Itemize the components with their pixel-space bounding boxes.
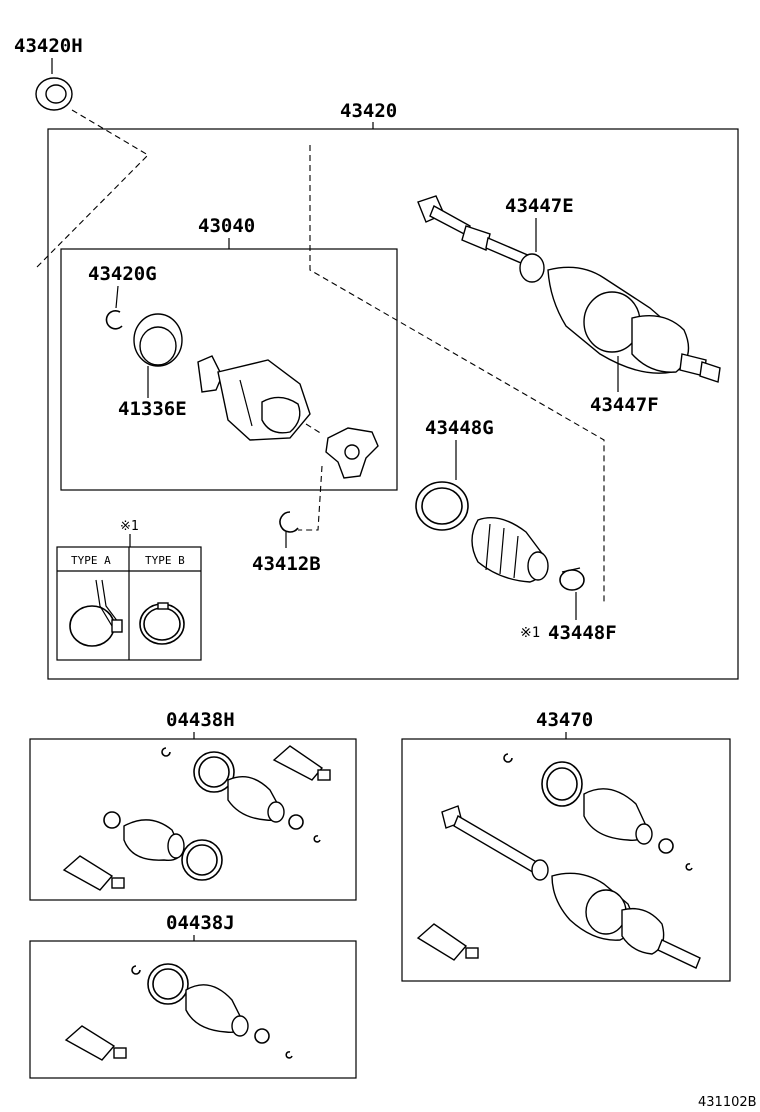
label-43420G: 43420G [88, 263, 157, 285]
drive-shaft-assembly [417, 195, 721, 383]
clamp-type-b-icon [139, 602, 185, 645]
oil-seal-part [35, 77, 73, 111]
kit-box-04438H [29, 738, 357, 901]
label-43447E: 43447E [505, 195, 574, 217]
label-43447F: 43447F [590, 394, 659, 416]
kit-04438H-parts [62, 745, 331, 891]
inboard-boot-part [471, 517, 549, 583]
type-a-label: TYPE A [71, 554, 111, 567]
label-04438H: 04438H [166, 709, 235, 731]
note-mark-43448F: ※1 [520, 625, 540, 641]
note-mark: ※1 [120, 519, 139, 534]
kit-box-04438J [29, 940, 357, 1079]
joint-ring-part [133, 313, 183, 367]
label-43448F: 43448F [548, 622, 617, 644]
assembly-box-43470 [401, 738, 731, 982]
tripod-joint-part [325, 427, 379, 479]
label-43040: 43040 [198, 215, 255, 237]
clamp-type-a-icon [69, 579, 123, 647]
kit-04438J-parts [64, 963, 293, 1061]
label-04438J: 04438J [166, 912, 235, 934]
label-43420: 43420 [340, 100, 397, 122]
circlip-icon [279, 511, 299, 533]
type-b-label: TYPE B [145, 554, 185, 567]
label-43420H: 43420H [14, 35, 83, 57]
boot-clamp-small [559, 567, 585, 591]
label-43448G: 43448G [425, 417, 494, 439]
diagram-reference-code: 431102B [698, 1095, 757, 1110]
inboard-joint-housing [197, 355, 311, 441]
snap-ring-icon [105, 309, 123, 330]
label-43470: 43470 [536, 709, 593, 731]
boot-clamp-large [415, 481, 469, 531]
assembly-43470-parts [416, 753, 701, 969]
assembly-box-43420 [47, 128, 739, 680]
label-43412B: 43412B [252, 553, 321, 575]
subassembly-box-43040 [60, 248, 398, 491]
label-41336E: 41336E [118, 398, 187, 420]
